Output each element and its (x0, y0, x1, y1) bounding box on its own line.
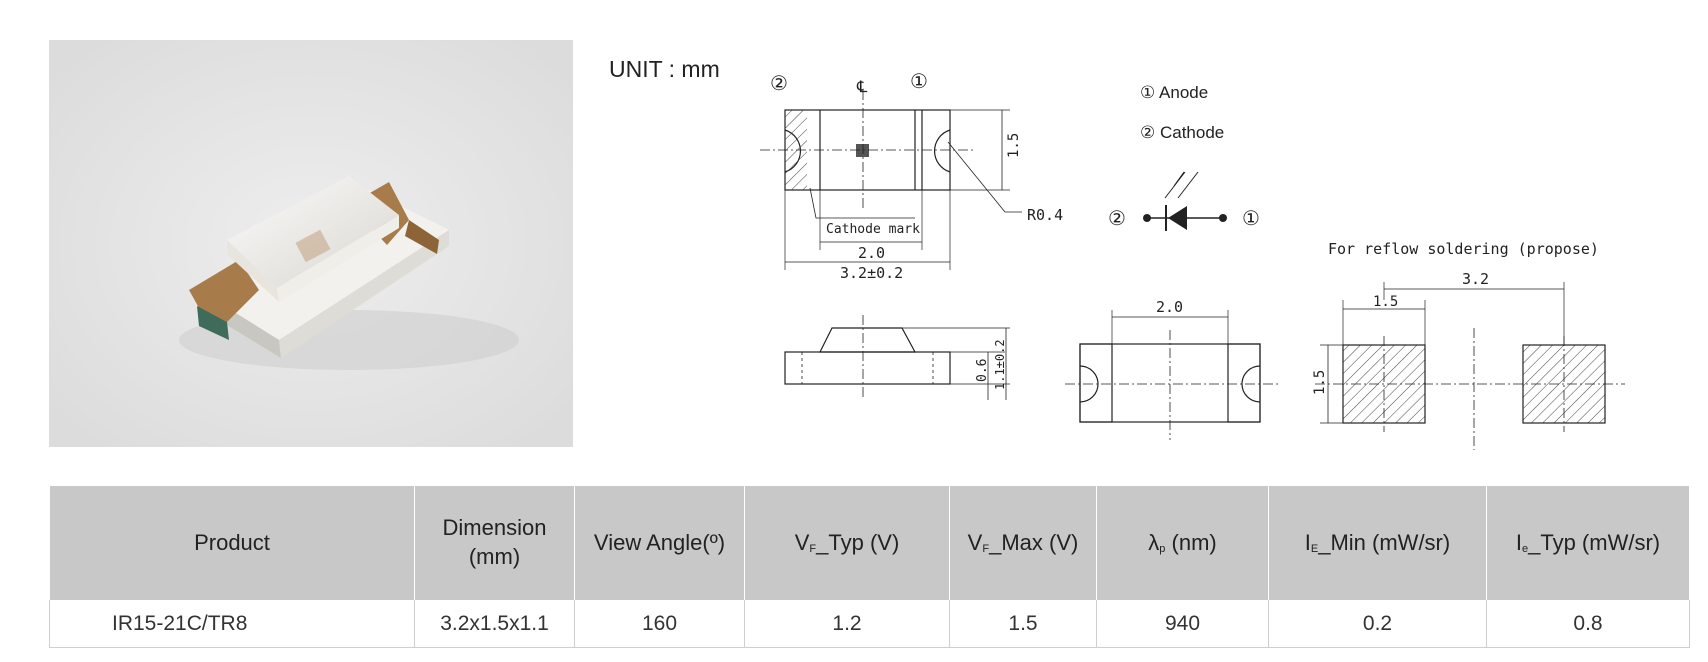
pad-width-dim: 1.5 (1373, 294, 1398, 310)
bottom-width-dim: 2.0 (1156, 298, 1183, 316)
reflow-title: For reflow soldering (propose) (1328, 240, 1599, 258)
side-height-0-6: 0.6 (975, 359, 990, 382)
cell-peak-wavelength: 940 (1096, 600, 1269, 648)
led-photo-illustration (49, 40, 573, 447)
diode-symbol (1168, 206, 1187, 230)
inner-width-dim: 2.0 (858, 244, 885, 262)
cell-vf-max: 1.5 (949, 600, 1097, 648)
header-peak-wavelength: λp (nm) (1096, 486, 1269, 600)
header-vf-typ: VF_Typ (V) (744, 486, 950, 600)
height-dim-1-5: 1.5 (1006, 133, 1022, 158)
pad-pitch-dim: 3.2 (1462, 270, 1489, 288)
side-height-1-1: 1.1±0.2 (993, 339, 1007, 390)
header-product: Product (49, 486, 415, 600)
spec-table: Product Dimension(mm) View Angle(º) VF_T… (49, 486, 1690, 648)
cell-ie-typ: 0.8 (1486, 600, 1690, 648)
anode-legend: ① Anode (1140, 83, 1208, 102)
header-view-angle: View Angle(º) (574, 486, 745, 600)
cell-ie-min: 0.2 (1268, 600, 1487, 648)
header-vf-max: VF_Max (V) (949, 486, 1097, 600)
pin1-label-top: ① (910, 71, 928, 93)
table-header-row: Product Dimension(mm) View Angle(º) VF_T… (49, 486, 1690, 600)
cathode-legend: ② Cathode (1140, 123, 1224, 142)
cell-view-angle: 160 (574, 600, 745, 648)
side-view-base (784, 351, 951, 385)
centerline-symbol: ℄ (856, 79, 868, 96)
header-dimension: Dimension(mm) (414, 486, 575, 600)
table-row: IR15-21C/TR8 3.2x1.5x1.1 160 1.2 1.5 940… (49, 600, 1690, 648)
pad-height-dim: 1.5 (1312, 370, 1328, 395)
unit-label: UNIT : mm (609, 56, 720, 82)
header-ie-min: IE_Min (mW/sr) (1268, 486, 1487, 600)
pin2-label-top: ② (770, 73, 788, 95)
overall-width-dim: 3.2±0.2 (840, 264, 903, 282)
header-ie-typ: Ie_Typ (mW/sr) (1486, 486, 1690, 600)
cell-product: IR15-21C/TR8 (49, 600, 415, 648)
symbol-pin2: ② (1108, 208, 1126, 230)
cell-vf-typ: 1.2 (744, 600, 950, 648)
product-photo (49, 40, 573, 447)
cell-dimension: 3.2x1.5x1.1 (414, 600, 575, 648)
cathode-mark-label: Cathode mark (826, 222, 920, 237)
dimension-drawing: ② ℄ ① ① Anode ② Cathode 1.5 R0.4 Cathode… (760, 71, 1625, 450)
die-mark (856, 144, 869, 157)
radius-dim: R0.4 (1027, 206, 1063, 224)
symbol-pin1: ① (1242, 208, 1260, 230)
